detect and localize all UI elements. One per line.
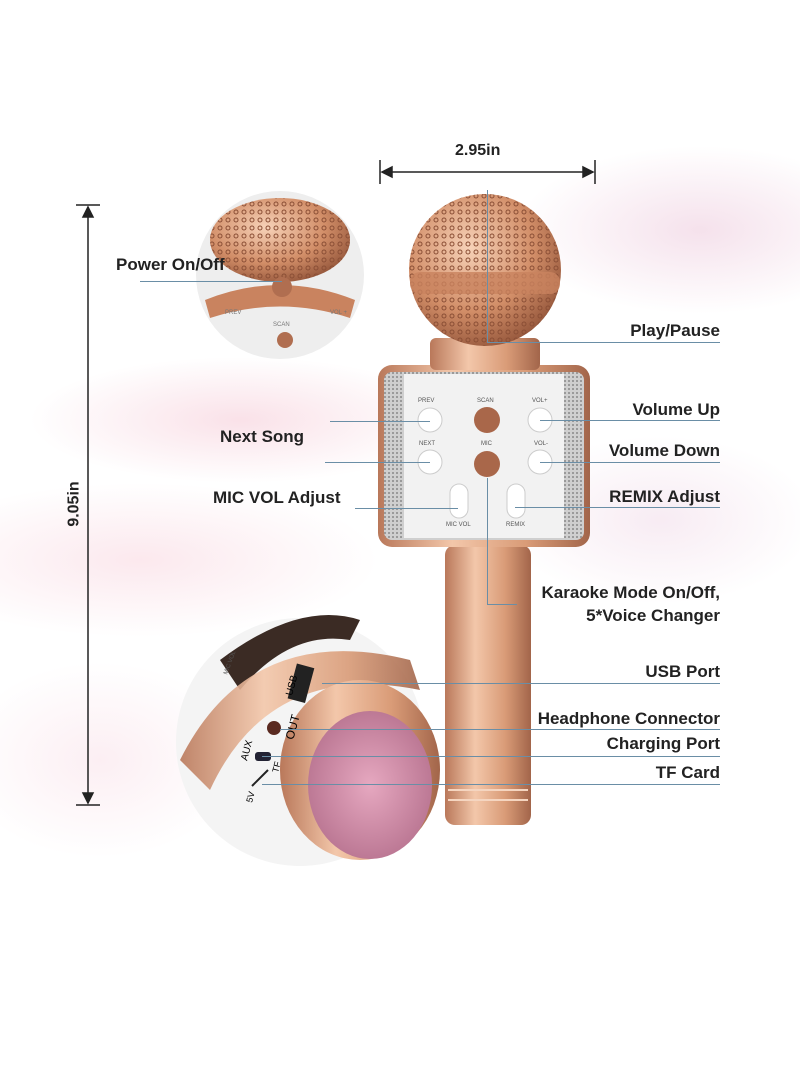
power-callout-line (140, 281, 282, 282)
karaoke-callout-line (487, 604, 517, 605)
play-pause-label: Play/Pause (630, 321, 720, 340)
microphone-head (409, 194, 561, 346)
volume-up-label: Volume Up (632, 400, 720, 419)
tf-callout-line (262, 784, 720, 785)
width-dimension-arrow (379, 160, 596, 184)
karaoke-mode-label: Karaoke Mode On/Off, (541, 583, 720, 602)
vol-down-button-label: VOL- (534, 441, 549, 447)
remix-slider-label: REMIX (506, 522, 526, 528)
voice-changer-label: 5*Voice Changer (586, 606, 720, 625)
prev-button-label: PREV (418, 398, 435, 404)
play-pause-callout-line (487, 342, 720, 343)
mic-vol-callout-line (355, 508, 458, 509)
prev-callout-line (330, 421, 430, 422)
usb-callout-line (322, 683, 720, 684)
inset-prev-label: PREV (225, 310, 242, 316)
headphone-connector-label: Headphone Connector (537, 709, 720, 728)
karaoke-callout-vline (487, 478, 488, 604)
mic-vol-slider-label: MIC VOL (446, 522, 471, 528)
scan-button-label: SCAN (477, 398, 494, 404)
top-inset-power-button-closeup (196, 191, 364, 359)
volume-down-callout-line (540, 462, 720, 463)
width-dimension-label: 2.95in (455, 142, 501, 159)
charging-port-label: Charging Port (606, 734, 720, 753)
charging-callout-line (262, 756, 720, 757)
microphone-body (378, 365, 590, 547)
remix-adjust-label: REMIX Adjust (609, 487, 720, 506)
remix-callout-line (515, 507, 720, 508)
volume-up-callout-line (540, 420, 720, 421)
mic-vol-adjust-label: MIC VOL Adjust (213, 488, 341, 507)
next-callout-line (325, 462, 430, 463)
inset-scan-label: SCAN (273, 322, 290, 328)
play-pause-callout-vline (487, 190, 488, 342)
height-dimension-label: 9.05in (65, 481, 83, 527)
volume-down-label: Volume Down (608, 441, 720, 460)
height-dimension-arrow (76, 204, 100, 806)
mic-button-label: MIC (481, 441, 492, 447)
power-on-off-label: Power On/Off (116, 255, 225, 274)
microphone-handle (445, 545, 531, 825)
next-button-label: NEXT (419, 441, 436, 447)
microphone-collar (430, 338, 540, 370)
usb-port-label: USB Port (645, 662, 720, 681)
headphone-callout-line (280, 729, 720, 730)
next-song-label: Next Song (220, 427, 305, 446)
bottom-inset-ports-closeup (176, 615, 440, 866)
tf-card-label: TF Card (655, 763, 720, 782)
vol-up-button-label: VOL+ (532, 398, 548, 404)
inset-vol-label: VOL + (330, 310, 347, 316)
